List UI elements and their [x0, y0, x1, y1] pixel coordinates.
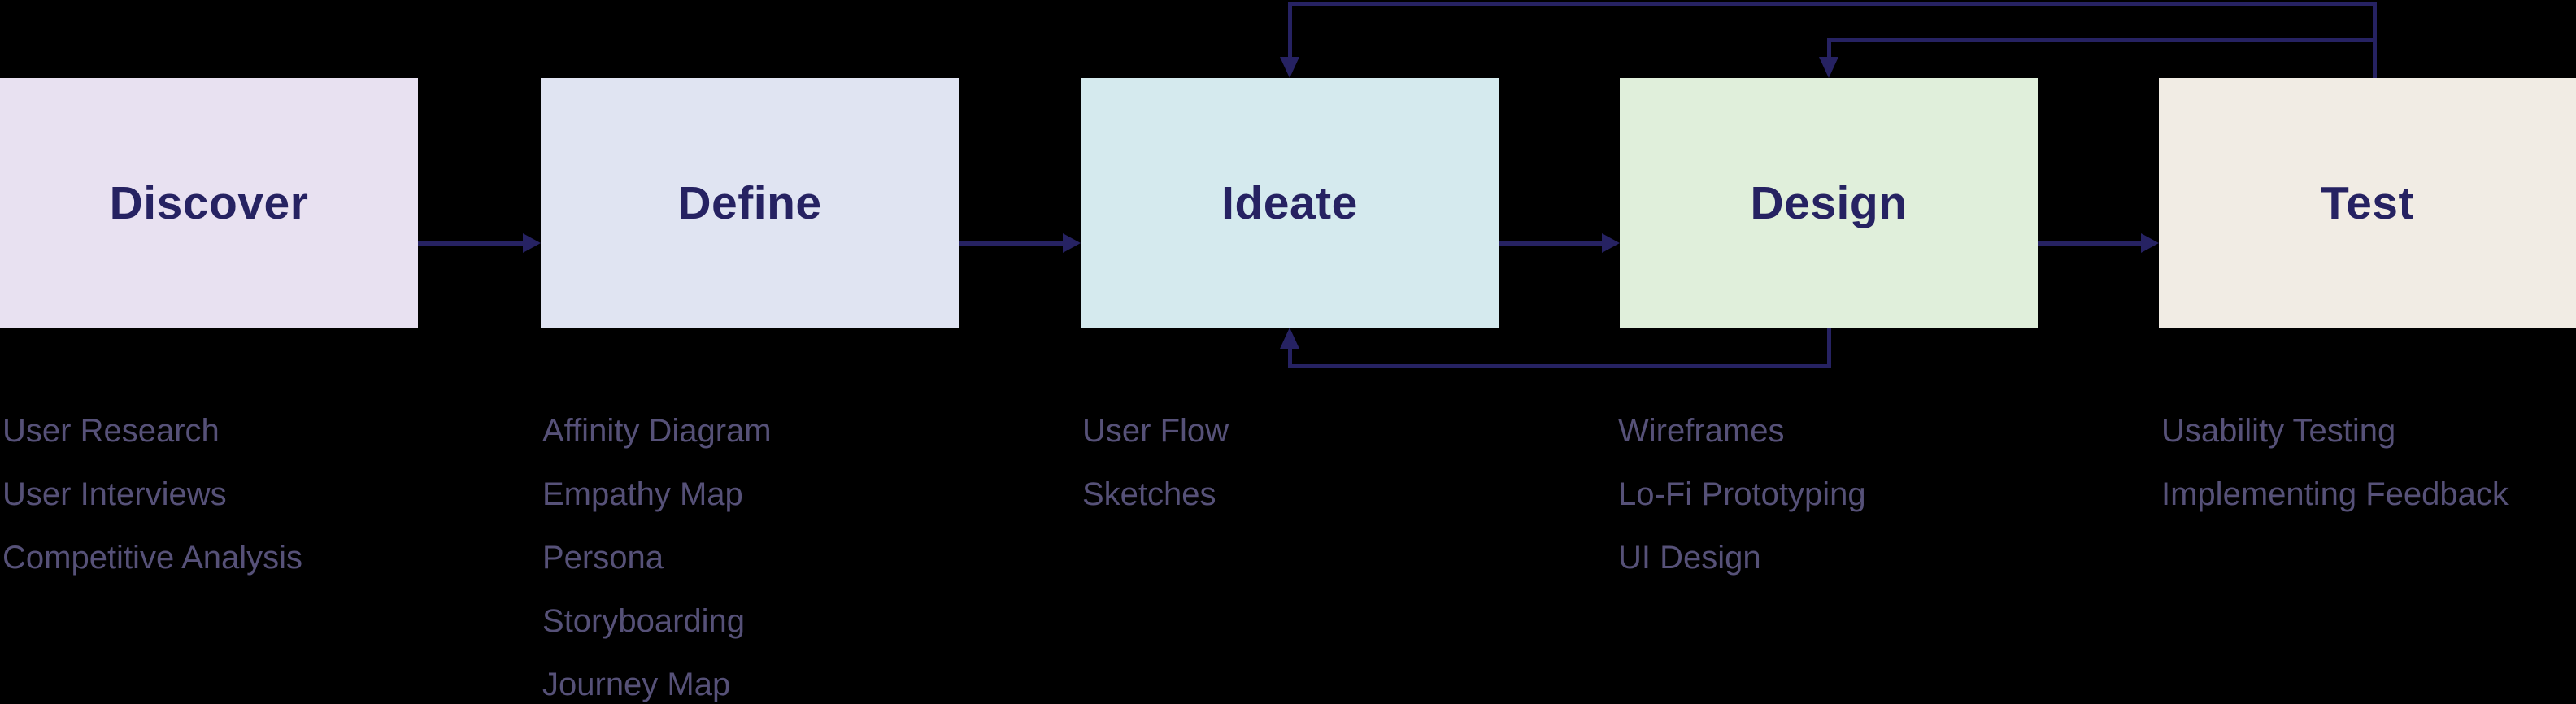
stage-title-ideate: Ideate — [1221, 176, 1358, 229]
stage-box-ideate: Ideate — [1081, 78, 1499, 328]
stage-box-define: Define — [541, 78, 959, 328]
list-item: UI Design — [1618, 540, 1761, 576]
stage-list-design: Wireframes Lo-Fi Prototyping UI Design — [1618, 399, 1866, 589]
list-item: Sketches — [1082, 476, 1216, 512]
stage-box-discover: Discover — [0, 78, 418, 328]
list-item: Persona — [542, 540, 664, 576]
stage-title-discover: Discover — [109, 176, 309, 229]
arrow-ideate-to-design-line — [1499, 241, 1602, 246]
list-item: Affinity Diagram — [542, 413, 772, 449]
list-item: Usability Testing — [2161, 413, 2396, 449]
stage-list-discover: User Research User Interviews Competitiv… — [2, 399, 302, 589]
stage-box-test: Test — [2159, 78, 2576, 328]
stage-box-design: Design — [1620, 78, 2038, 328]
stage-list-define: Affinity Diagram Empathy Map Persona Sto… — [542, 399, 772, 704]
arrow-discover-to-define-line — [418, 241, 523, 246]
feedback-test-to-ideate-vline-right — [2373, 2, 2377, 78]
stage-title-design: Design — [1750, 176, 1908, 229]
list-item: Competitive Analysis — [2, 540, 303, 576]
feedback-design-to-ideate-vline-right — [1827, 328, 1831, 368]
arrow-discover-to-define-head-icon — [523, 233, 541, 253]
list-item: Journey Map — [542, 667, 731, 702]
arrow-ideate-to-design-head-icon — [1602, 233, 1620, 253]
list-item: Implementing Feedback — [2161, 476, 2509, 512]
feedback-test-to-design-hline — [1827, 38, 2373, 42]
arrow-define-to-ideate-head-icon — [1063, 233, 1081, 253]
list-item: Wireframes — [1618, 413, 1785, 449]
list-item: User Flow — [1082, 413, 1229, 449]
stage-title-define: Define — [677, 176, 822, 229]
list-item: User Interviews — [2, 476, 227, 512]
list-item: User Research — [2, 413, 220, 449]
feedback-design-to-ideate-hline — [1288, 364, 1831, 368]
feedback-test-to-design-vline — [1827, 38, 1831, 57]
stage-title-test: Test — [2321, 176, 2414, 229]
arrow-design-to-test-head-icon — [2141, 233, 2159, 253]
stage-list-test: Usability Testing Implementing Feedback — [2161, 399, 2509, 526]
stage-list-ideate: User Flow Sketches — [1082, 399, 1229, 526]
feedback-design-to-ideate-vline-left — [1288, 349, 1292, 368]
feedback-test-to-ideate-head-icon — [1280, 57, 1299, 78]
arrow-define-to-ideate-line — [959, 241, 1063, 246]
arrow-design-to-test-line — [2038, 241, 2141, 246]
feedback-test-to-ideate-hline — [1288, 2, 2377, 6]
list-item: Empathy Map — [542, 476, 743, 512]
feedback-test-to-ideate-vline-left — [1288, 2, 1292, 57]
list-item: Storyboarding — [542, 603, 746, 639]
list-item: Lo-Fi Prototyping — [1618, 476, 1866, 512]
feedback-design-to-ideate-head-icon — [1280, 328, 1299, 349]
feedback-test-to-design-head-icon — [1819, 57, 1838, 78]
